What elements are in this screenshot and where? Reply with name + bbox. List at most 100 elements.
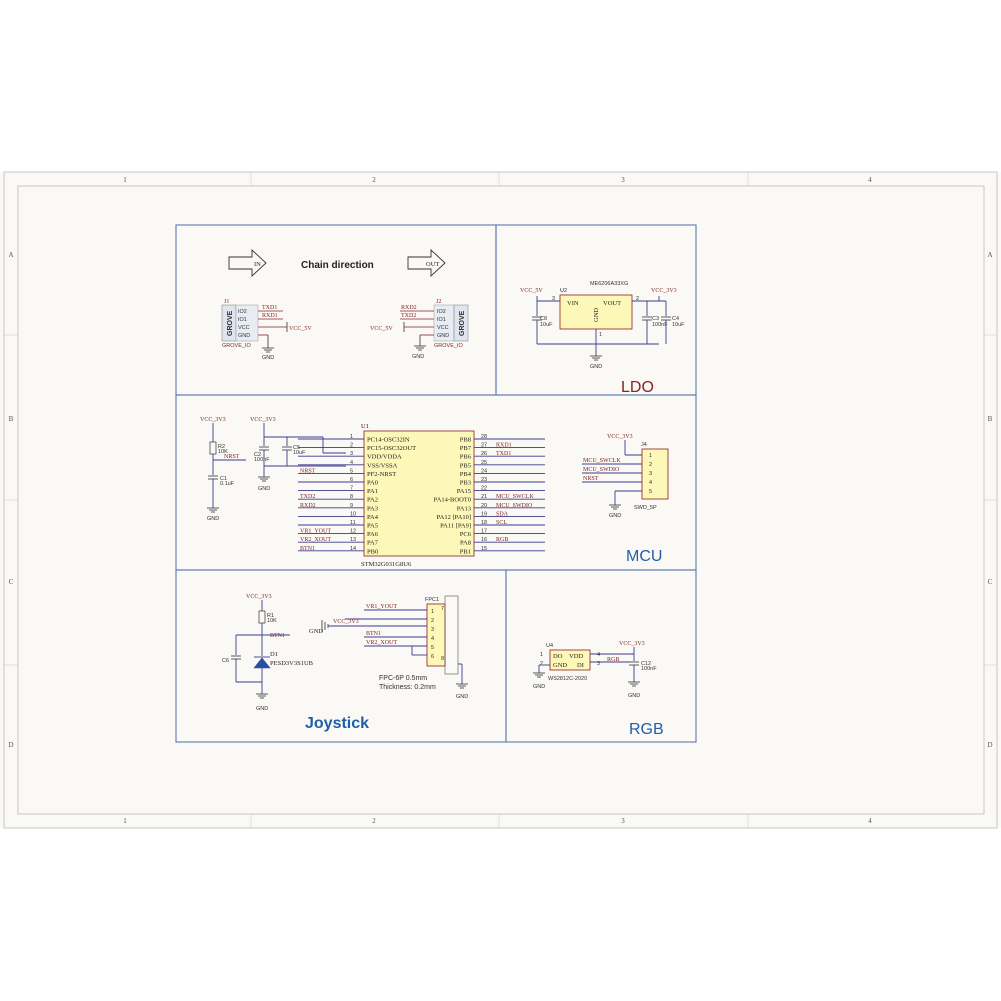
rgb-do: DO [553,653,563,660]
mcu-pin-name: PA3 [367,505,378,512]
mcu-pin-name: VDD/VDDA [367,454,402,461]
mcu-pin-number: 13 [350,537,356,543]
fpc-note-1: FPC-6P 0.5mm [379,675,427,682]
mcu-pin-number: 22 [481,486,487,492]
chain-section: IN Chain direction OUT J1 GROVE IO2 IO1 … [221,248,469,361]
mcu-pin-name: PB7 [460,445,472,452]
col-label-1-bottom: 1 [123,817,127,825]
rgb-di: DI [577,662,584,669]
mcu-part: STM32G031G8U6 [361,561,412,568]
mcu-pin-net: RGB [496,537,508,543]
j1-pin-1: IO2 [238,309,247,315]
fpc-ground: GND [456,694,468,700]
j1-net-txd1: TXD1 [262,305,277,311]
mcu-pin-number: 15 [481,546,487,552]
joystick-section-title: Joystick [305,715,369,732]
j1-pin-4: GND [238,333,250,339]
j2-pin-4: GND [437,333,449,339]
fpc-pin-1: 1 [431,609,434,615]
j4-net-swdio: MCU_SWDIO [583,467,620,473]
joy-d-part: PESD3V3S1UB [270,660,314,667]
mcu-pin-name: PB1 [460,548,471,555]
mcu-pin-net: SDA [496,511,509,517]
ldo-ground: GND [590,364,602,370]
mcu-pin-name: PA14-BOOT0 [434,497,471,504]
rgb-part: WS2812C-2020 [548,676,587,682]
mcu-pin-number: 14 [350,546,356,552]
j1-ref: J1 [224,299,229,305]
j2-gnd-label: GND [412,354,424,360]
rgb-gnd-label: GND [533,684,545,690]
rgb-pin-1: 1 [540,652,543,658]
col-label-4: 4 [868,176,872,184]
mcu-section: VCC_3V3 R2 10K NRST C1 0.1uF GND VCC_3V3… [200,417,669,568]
mcu-nrst-label: NRST [224,454,240,460]
dec-c2-ref: C2 [254,452,261,458]
mcu-pin-number: 26 [481,451,487,457]
mcu-pin-name: PA1 [367,488,378,495]
rgb-pin-4: 4 [597,652,600,658]
joy-d-ref: D1 [270,651,278,658]
rgb-vdd: VDD [569,653,583,660]
mcu-pin-number: 11 [350,520,356,526]
mcu-pin-number: 25 [481,460,487,466]
mcu-pin-name: PA11 [PA9] [440,523,471,530]
rgb-led-chip [549,649,591,671]
mcu-pin-number: 9 [350,503,353,509]
mcu-pin-name: PA8 [460,540,471,547]
rgb-pin-2: 2 [540,661,543,667]
row-label-a: A [8,251,13,259]
j1-pin-3: VCC [238,325,250,331]
sheet-background [0,172,1001,828]
mcu-pin-number: 4 [350,460,353,466]
j4-pin-5: 5 [649,489,652,495]
mcu-pin-net: NRST [300,468,316,474]
rgb-section-title: RGB [629,721,664,738]
row-label-b-right: B [988,415,993,423]
mcu-pin-name: PA2 [367,497,378,504]
j1-net-vcc: VCC_5V [289,326,312,332]
mcu-right-pin-row: 15 PB1 [460,546,545,555]
mcu-pin-number: 2 [350,443,353,449]
mcu-pin-number: 18 [481,520,487,526]
dec-c5-val: 10uF [293,450,306,456]
mcu-pin-number: 23 [481,477,487,483]
ldo-vout: VOUT [603,300,621,307]
col-label-1: 1 [123,176,127,184]
mcu-pin-net: TXD2 [300,494,315,500]
fpc-pin-6: 6 [431,654,434,660]
fpc-net-btn: BTN1 [366,631,381,637]
ldo-part: ME6206A33XG [590,281,628,287]
rgb-section-box [505,569,697,743]
j4-vcc: VCC_3V3 [607,434,633,440]
mcu-pin-number: 17 [481,529,487,535]
fpc-pin-2: 2 [431,618,434,624]
j4-footprint: SWD_5P [634,505,657,511]
joy-r-ref: R1 [267,613,274,619]
rgb-c-val: 100nF [641,666,657,672]
in-arrow-icon [228,248,267,278]
j4-net-nrst: NRST [583,476,599,482]
j2-ref: J2 [436,299,441,305]
rgb-section: U4 DO VDD GND DI 1 2 3 4 GND RGB VCC_3V3… [533,641,664,738]
col-label-2: 2 [372,176,376,184]
ldo-section: VCC_5V U2 ME6206A33XG VCC_3V3 VIN VOUT G… [520,281,685,396]
mcu-pin-number: 5 [350,468,353,474]
joystick-section: VCC_3V3 R1 10K BTN1 C6 D1 PESD3V3S1UB GN… [222,594,468,732]
joy-btn-label: BTN1 [270,633,285,639]
nrst-r-ref: R2 [218,444,225,450]
row-label-c: C [9,578,14,586]
fpc-gnd-label: GND [309,628,323,635]
